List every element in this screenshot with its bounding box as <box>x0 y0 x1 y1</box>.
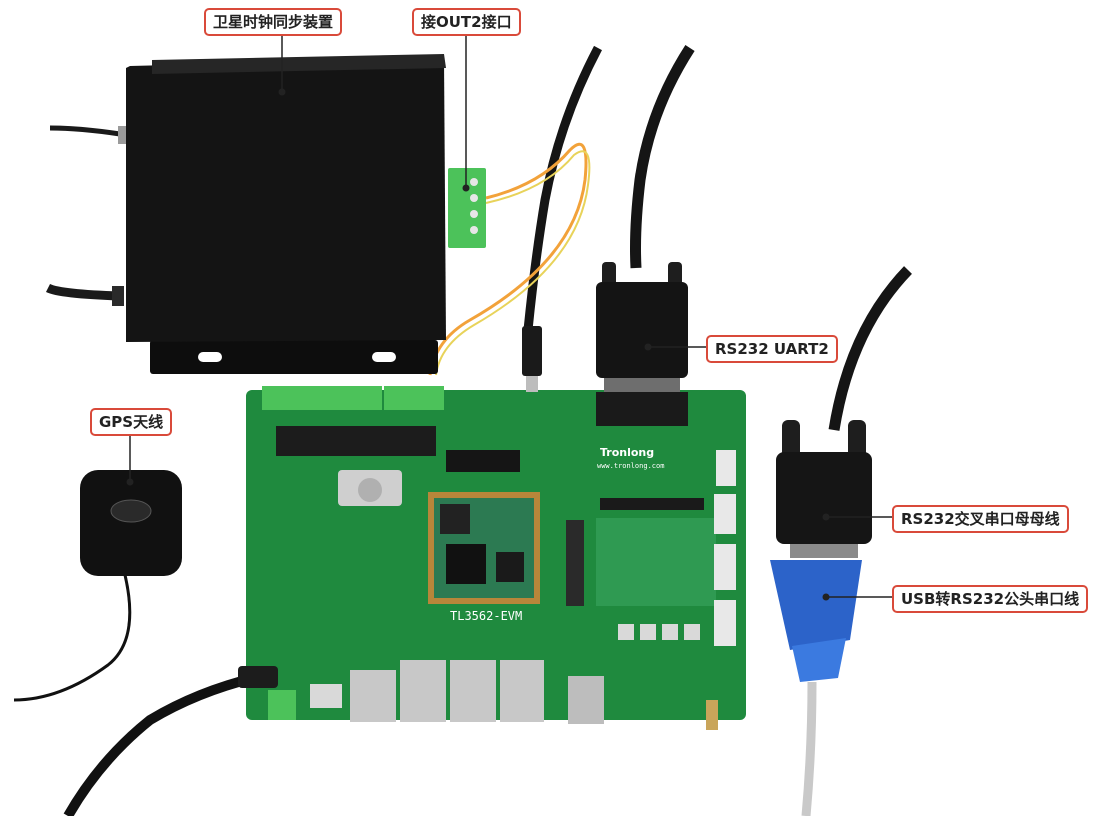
board-website: www.tronlong.com <box>597 462 664 470</box>
usb-rs232-adapter <box>770 560 862 816</box>
evm-board <box>246 386 746 730</box>
satellite-clock-device <box>112 54 446 374</box>
left-top-cable <box>49 125 121 137</box>
label-satellite-clock: 卫星时钟同步装置 <box>204 8 343 36</box>
db9-uart2-connector <box>596 262 688 426</box>
left-power-cable <box>45 283 121 301</box>
callout-leader-lines <box>126 34 892 601</box>
signal-wires <box>428 142 588 376</box>
gps-antenna <box>13 470 182 702</box>
label-out2-port: 接OUT2接口 <box>412 8 521 36</box>
label-rs232-cross-cable: RS232交叉串口母母线 <box>892 505 1069 533</box>
serial-cable-top <box>630 45 695 269</box>
board-brand: Tronlong <box>600 446 654 459</box>
board-model: TL3562-EVM <box>450 609 522 623</box>
usb-c-plug <box>522 326 542 392</box>
cross-cable-top <box>828 266 912 431</box>
out2-terminal-block <box>448 168 486 248</box>
label-rs232-uart2: RS232 UART2 <box>706 335 838 363</box>
label-usb-rs232-cable: USB转RS232公头串口线 <box>892 585 1089 613</box>
label-gps-antenna: GPS天线 <box>90 408 173 436</box>
power-cable-top <box>523 45 602 331</box>
rs232-cross-cable-connector <box>776 420 872 558</box>
board-power-cable <box>63 671 264 816</box>
